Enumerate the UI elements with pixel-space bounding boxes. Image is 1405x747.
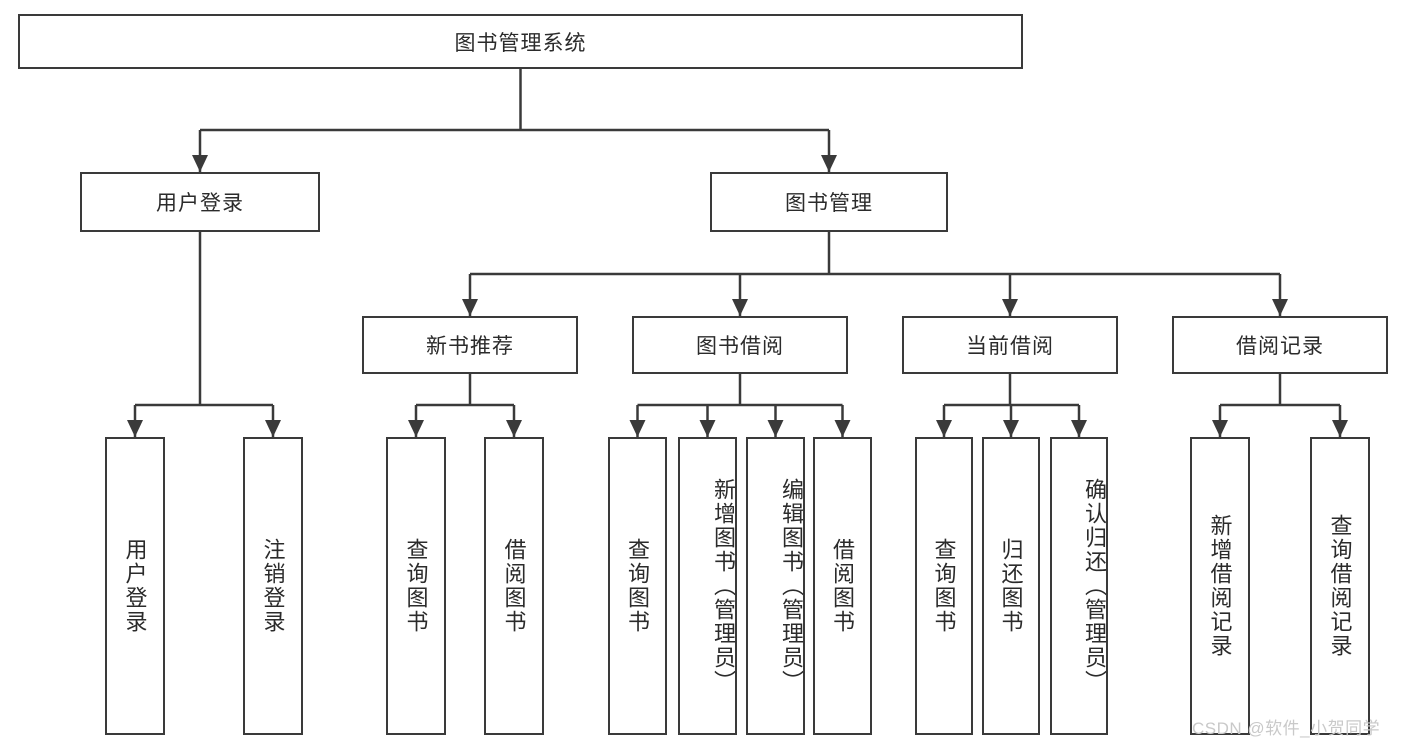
arrow-head-leaf-bor-4 [834,420,851,437]
node-label: 查询借阅记录 [1327,514,1353,658]
arrow-head-borrow [732,299,748,316]
arrow-head-login [192,155,208,172]
node-label: 归还图书 [998,538,1024,634]
node-leaf-new-2[interactable]: 借阅图书 [484,437,544,735]
node-label: 借阅图书 [830,538,856,634]
arrow-head-leaf-login-2 [265,420,281,437]
node-label: 用户登录 [122,538,148,634]
node-label: 借阅记录 [1236,335,1324,358]
node-leaf-bor-3[interactable]: 编辑图书（管理员） [746,437,805,735]
node-leaf-rec-1[interactable]: 新增借阅记录 [1190,437,1250,735]
node-leaf-bor-2[interactable]: 新增图书（管理员） [678,437,737,735]
node-label: 当前借阅 [966,335,1054,358]
node-label: 图书借阅 [696,335,784,358]
node-borrow[interactable]: 图书借阅 [632,316,848,374]
node-label: 新书推荐 [426,335,514,358]
node-leaf-login-1[interactable]: 用户登录 [105,437,165,735]
arrow-head-leaf-rec-1 [1212,420,1228,437]
node-label: 编辑图书（管理员） [779,478,804,694]
node-label: 新增图书（管理员） [711,478,736,694]
arrow-head-records [1272,299,1288,316]
arrow-head-leaf-cur-3 [1071,420,1087,437]
node-leaf-new-1[interactable]: 查询图书 [386,437,446,735]
arrow-head-leaf-rec-2 [1332,420,1348,437]
node-label: 用户登录 [156,192,244,215]
arrow-head-newbook [462,299,478,316]
node-bookmgmt[interactable]: 图书管理 [710,172,948,232]
node-label: 注销登录 [260,538,286,634]
node-leaf-cur-1[interactable]: 查询图书 [915,437,973,735]
node-label: 查询图书 [625,538,651,634]
node-login[interactable]: 用户登录 [80,172,320,232]
node-label: 新增借阅记录 [1207,514,1233,658]
node-leaf-login-2[interactable]: 注销登录 [243,437,303,735]
arrow-head-leaf-new-2 [506,420,522,437]
node-newbook[interactable]: 新书推荐 [362,316,578,374]
arrow-head-leaf-bor-1 [629,420,646,437]
arrow-head-bookmgmt [821,155,837,172]
node-current[interactable]: 当前借阅 [902,316,1118,374]
arrow-head-leaf-bor-2 [699,420,716,437]
arrow-head-leaf-new-1 [408,420,424,437]
arrow-head-leaf-cur-1 [936,420,952,437]
node-label: 确认归还（管理员） [1082,478,1107,694]
node-leaf-cur-3[interactable]: 确认归还（管理员） [1050,437,1108,735]
node-root[interactable]: 图书管理系统 [18,14,1023,69]
arrow-head-leaf-cur-2 [1003,420,1019,437]
node-leaf-rec-2[interactable]: 查询借阅记录 [1310,437,1370,735]
node-records[interactable]: 借阅记录 [1172,316,1388,374]
node-leaf-bor-1[interactable]: 查询图书 [608,437,667,735]
node-label: 图书管理 [785,192,873,215]
node-leaf-bor-4[interactable]: 借阅图书 [813,437,872,735]
arrow-head-leaf-login-1 [127,420,143,437]
node-label: 查询图书 [403,538,429,634]
arrow-head-current [1002,299,1018,316]
node-leaf-cur-2[interactable]: 归还图书 [982,437,1040,735]
node-label: 借阅图书 [501,538,527,634]
node-label: 查询图书 [931,538,957,634]
watermark-label: CSDN @软件_小贺同学 [1192,719,1381,738]
node-label: 图书管理系统 [454,31,587,55]
arrow-head-leaf-bor-3 [767,420,784,437]
